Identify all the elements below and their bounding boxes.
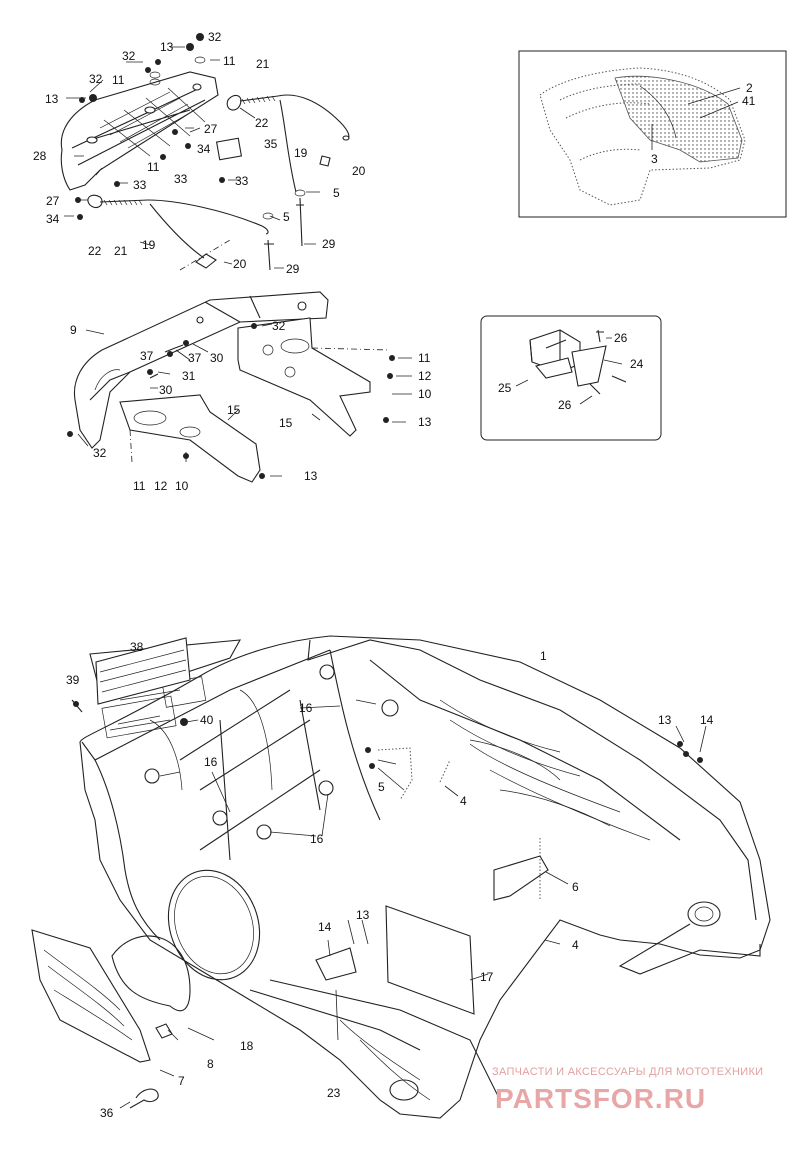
callout-16: 16 <box>204 755 218 769</box>
callout-32: 32 <box>122 49 136 63</box>
callout-5: 5 <box>333 186 340 200</box>
callout-10: 10 <box>418 387 432 401</box>
callout-5: 5 <box>378 780 385 794</box>
callout-30: 30 <box>210 351 224 365</box>
lower-body-pan <box>31 635 771 1119</box>
callout-35: 35 <box>264 137 278 151</box>
callout-32: 32 <box>208 30 222 44</box>
callout-40: 40 <box>200 713 214 727</box>
callout-20: 20 <box>233 257 247 271</box>
callout-36: 36 <box>100 1106 114 1120</box>
callout-22: 22 <box>88 244 102 258</box>
callout-34: 34 <box>46 212 60 226</box>
callout-32: 32 <box>272 319 286 333</box>
callout-9: 9 <box>70 323 77 337</box>
callout-12: 12 <box>418 369 432 383</box>
watermark: ЗАПЧАСТИ И АКСЕССУАРЫ ДЛЯ МОТОТЕХНИКИ PA… <box>492 1066 763 1114</box>
callout-23: 23 <box>327 1086 341 1100</box>
callout-20: 20 <box>352 164 366 178</box>
callout-1: 1 <box>540 649 547 663</box>
callout-26: 26 <box>614 331 628 345</box>
callout-11: 11 <box>147 160 160 174</box>
fastener-glyphs-top <box>64 33 320 269</box>
callout-25: 25 <box>498 381 512 395</box>
callout-14: 14 <box>318 920 332 934</box>
callout-28: 28 <box>33 149 47 163</box>
callout-13: 13 <box>418 415 432 429</box>
callout-32: 32 <box>93 446 107 460</box>
callout-32: 32 <box>89 72 103 86</box>
callout-13: 13 <box>304 469 318 483</box>
callout-11: 11 <box>112 73 125 87</box>
callout-14: 14 <box>700 713 714 727</box>
bumper-support-assembly <box>67 291 412 483</box>
callout-3: 3 <box>651 152 658 166</box>
callout-10: 10 <box>175 479 189 493</box>
callout-11: 11 <box>418 351 431 365</box>
callout-19: 19 <box>142 238 156 252</box>
callout-29: 29 <box>322 237 336 251</box>
callout-19: 19 <box>294 146 308 160</box>
watermark-subtitle: ЗАПЧАСТИ И АКСЕССУАРЫ ДЛЯ МОТОТЕХНИКИ <box>492 1066 763 1078</box>
callout-4: 4 <box>572 938 579 952</box>
front-bumper-assembly <box>60 71 350 271</box>
callout-33: 33 <box>235 174 249 188</box>
callout-37: 37 <box>188 351 202 365</box>
callout-21: 21 <box>256 57 270 71</box>
callout-11: 11 <box>133 479 146 493</box>
callout-11: 11 <box>223 54 236 68</box>
inset-box-bracket <box>480 315 662 441</box>
callout-13: 13 <box>356 908 370 922</box>
callout-33: 33 <box>174 172 188 186</box>
callout-4: 4 <box>460 794 467 808</box>
callout-38: 38 <box>130 640 144 654</box>
callout-15: 15 <box>279 416 293 430</box>
callout-18: 18 <box>240 1039 254 1053</box>
callout-21: 21 <box>114 244 128 258</box>
callout-16: 16 <box>310 832 324 846</box>
callout-26: 26 <box>558 398 572 412</box>
callout-27: 27 <box>204 122 218 136</box>
callout-37: 37 <box>140 349 154 363</box>
callout-labels: 13 32 32 11 32 11 21 13 22 27 35 34 19 2… <box>33 30 756 1120</box>
callout-13: 13 <box>658 713 672 727</box>
callout-30: 30 <box>159 383 173 397</box>
callout-13: 13 <box>45 92 59 106</box>
callout-34: 34 <box>197 142 211 156</box>
watermark-brand: PARTSFOR.RU <box>495 1083 706 1114</box>
callout-2: 2 <box>746 81 753 95</box>
callout-6: 6 <box>572 880 579 894</box>
callout-15: 15 <box>227 403 241 417</box>
callout-8: 8 <box>207 1057 214 1071</box>
callout-24: 24 <box>630 357 644 371</box>
callout-12: 12 <box>154 479 168 493</box>
callout-41: 41 <box>742 94 756 108</box>
callout-16: 16 <box>299 701 313 715</box>
callout-31: 31 <box>182 369 196 383</box>
callout-39: 39 <box>66 673 80 687</box>
callout-13: 13 <box>160 40 174 54</box>
callout-33: 33 <box>133 178 147 192</box>
callout-22: 22 <box>255 116 269 130</box>
callout-5: 5 <box>283 210 290 224</box>
callout-27: 27 <box>46 194 60 208</box>
inset-box-hood <box>518 50 787 218</box>
callout-29: 29 <box>286 262 300 276</box>
callout-7: 7 <box>178 1074 185 1088</box>
callout-17: 17 <box>480 970 494 984</box>
